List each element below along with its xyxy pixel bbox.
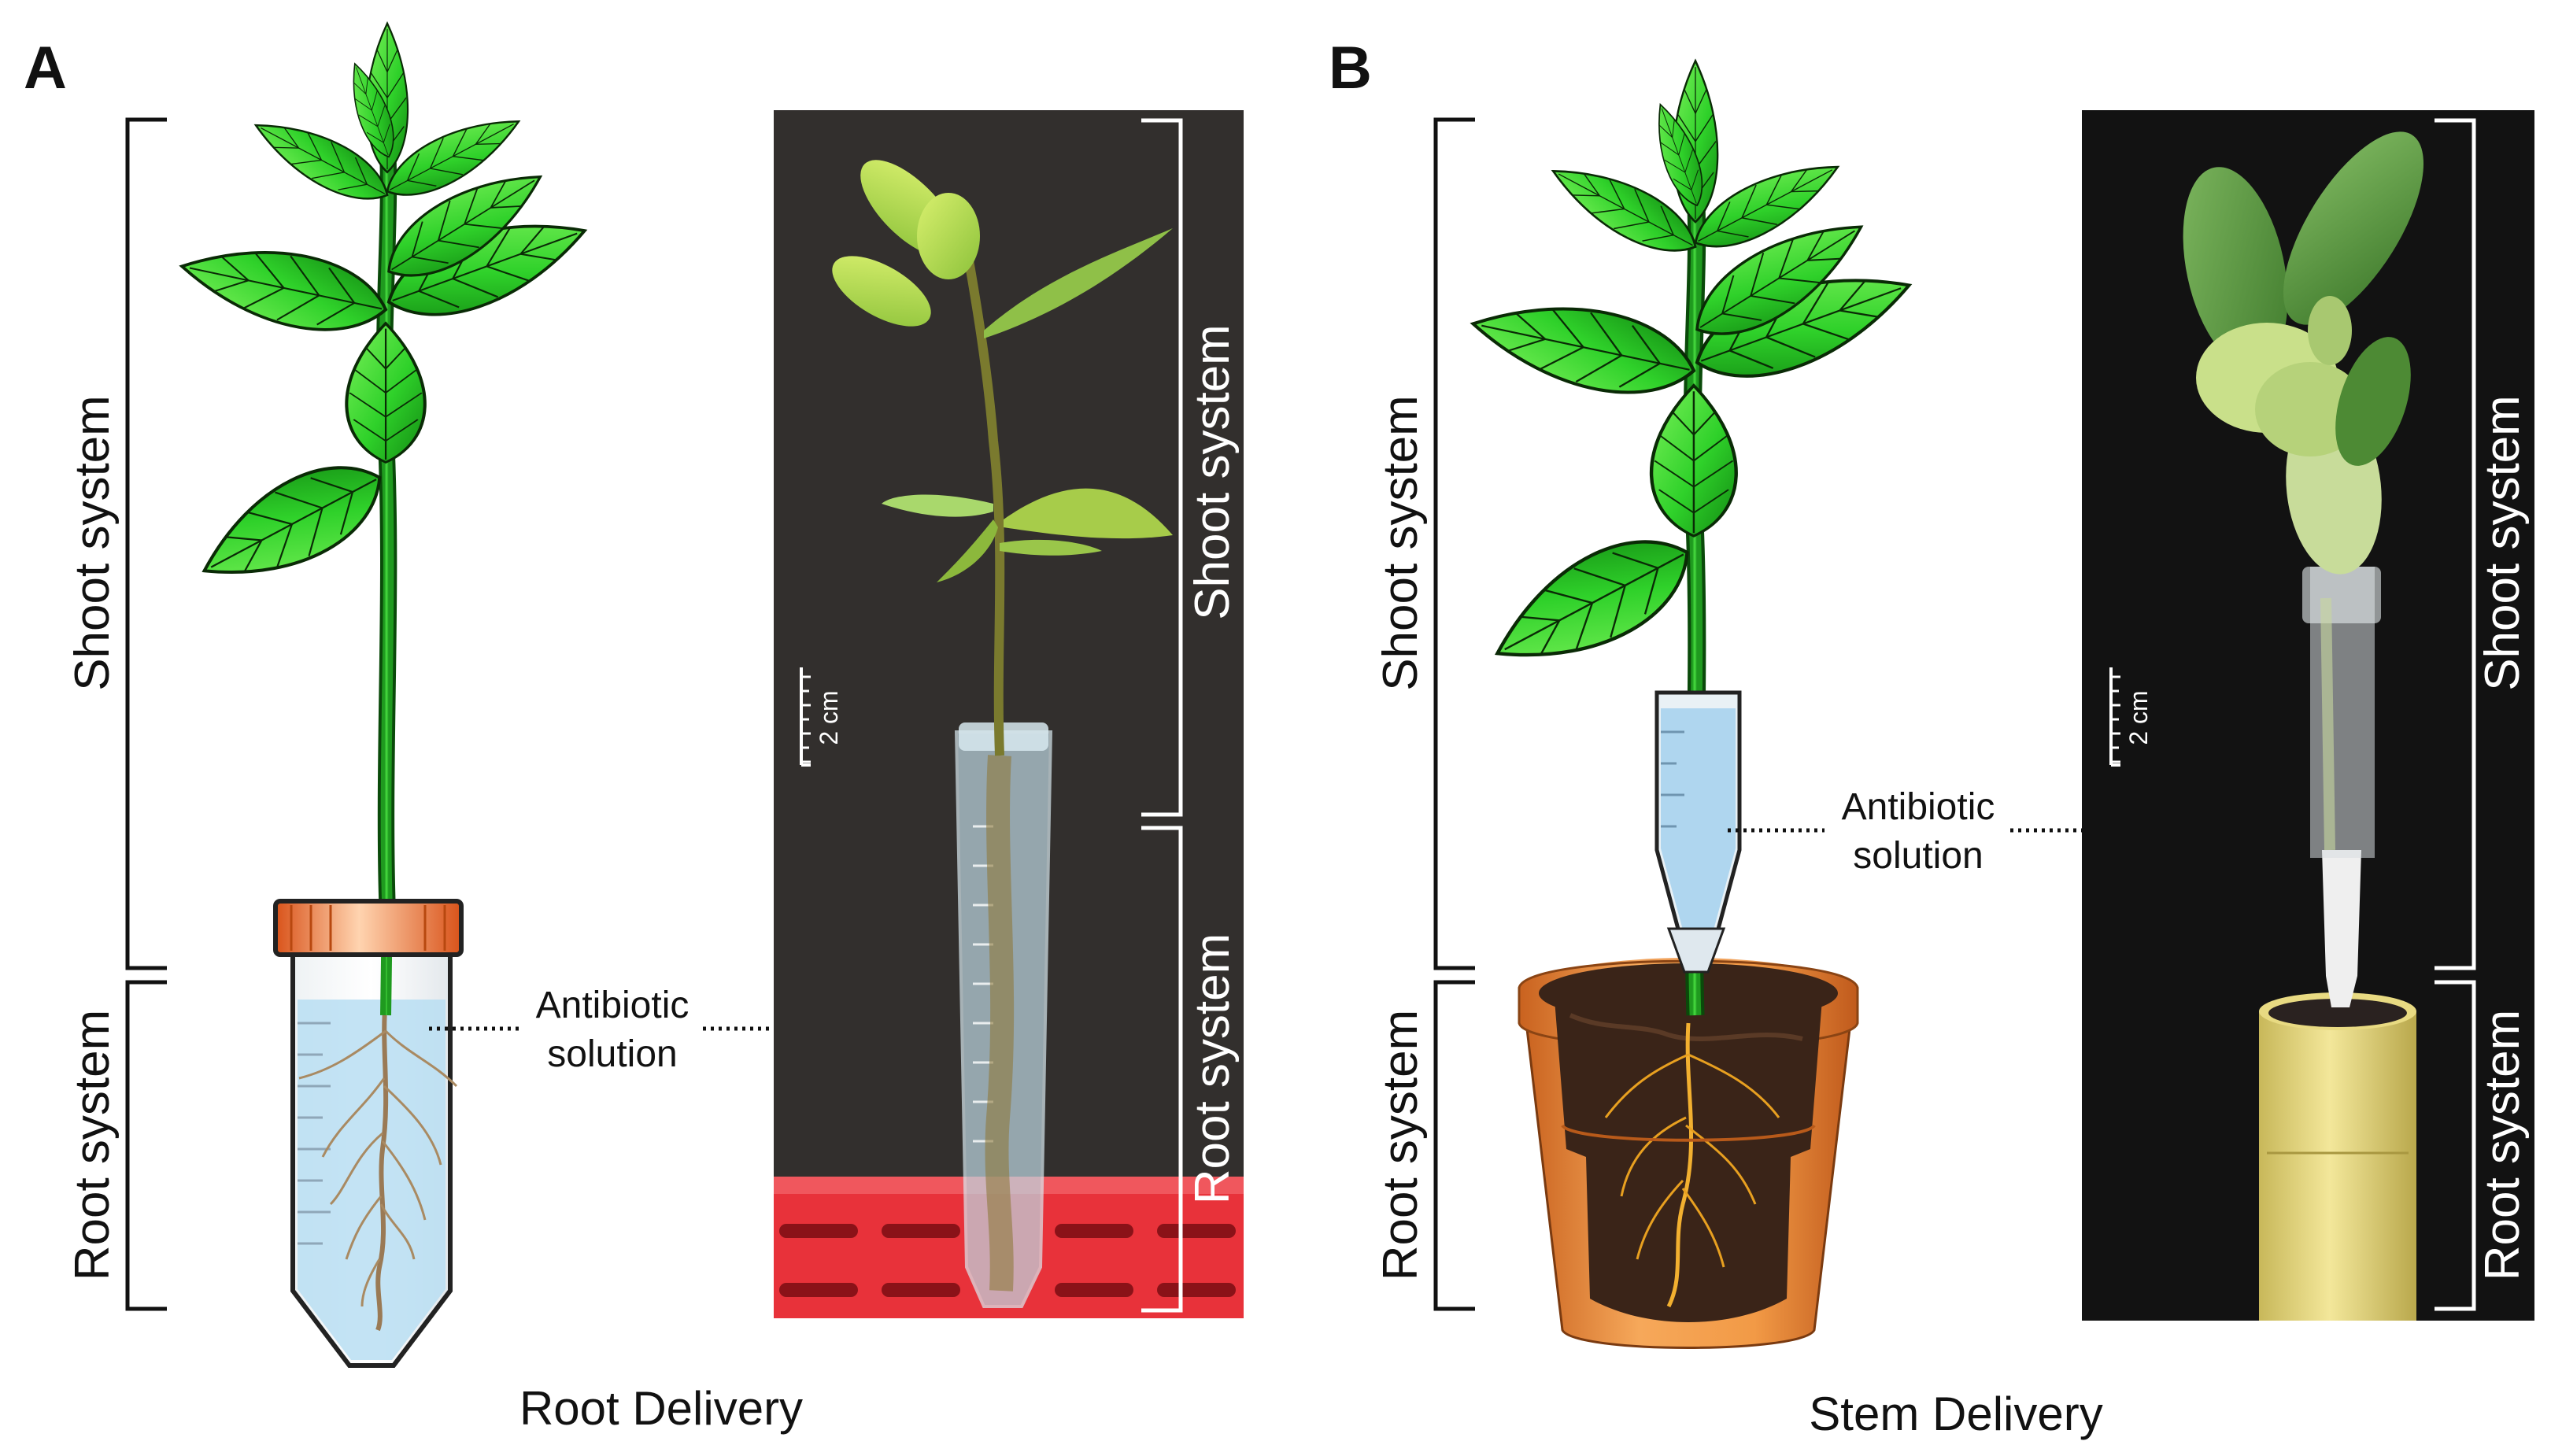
panel-b-callout-line2: solution — [1853, 835, 1983, 877]
panel-a-photo-shoot-bracket — [1141, 118, 1183, 817]
panel-a-scale-text: 2 cm — [815, 690, 843, 745]
panel-a-scale-bar: 2 cm — [800, 667, 843, 767]
panel-b-photo-shoot-bracket — [2435, 118, 2476, 970]
panel-b-scale-text: 2 cm — [2124, 690, 2153, 745]
panel-b-letter: B — [1329, 35, 1372, 102]
panel-b-photo — [2082, 110, 2534, 1321]
panel-b-shoot-label: Shoot system — [1373, 395, 1428, 691]
panel-b-scale-bar: 2 cm — [2109, 667, 2153, 767]
panel-b-root-label: Root system — [1373, 1010, 1428, 1281]
panel-b-pot-illustration — [1518, 958, 1859, 1349]
panel-b-pipe — [2259, 1011, 2416, 1321]
panel-b: B Shoot system Root system — [1329, 35, 2534, 1440]
panel-a-letter: A — [24, 35, 67, 102]
panel-b-photo-root-label: Root system — [2475, 1010, 2530, 1281]
panel-a-callout-line2: solution — [547, 1033, 677, 1075]
panel-a-shoot-label: Shoot system — [65, 395, 120, 691]
panel-b-caption: Stem Delivery — [1809, 1388, 2102, 1440]
panel-a-root-label: Root system — [65, 1010, 120, 1281]
panel-b-root-bracket — [1433, 980, 1475, 1311]
panel-a-tube-illustration — [273, 899, 464, 1368]
panel-a-shoot-bracket — [125, 117, 167, 970]
panel-a-photo-root-label: Root system — [1185, 933, 1240, 1205]
panel-a-caption: Root Delivery — [519, 1382, 803, 1435]
panel-a-plant-illustration — [175, 24, 597, 905]
panel-a-tube-cap — [273, 899, 464, 957]
panel-b-photo-shoot-label: Shoot system — [2475, 395, 2530, 691]
panel-b-shoot-bracket — [1433, 117, 1475, 970]
panel-b-stem-tube — [1654, 690, 1742, 1015]
panel-a-photo — [774, 110, 1244, 1318]
panel-b-callout-line1: Antibiotic — [1842, 786, 1995, 828]
panel-a-callout-line1: Antibiotic — [536, 985, 690, 1026]
panel-a-root-bracket — [125, 980, 167, 1311]
panel-a-solution — [298, 1000, 446, 1360]
panel-b-photo-root-bracket — [2435, 980, 2476, 1311]
panel-a-photo-shoot-label: Shoot system — [1185, 324, 1240, 620]
panel-a-photo-root-bracket — [1141, 826, 1183, 1313]
panel-a: A Shoot system Root system Antibiotic — [24, 24, 1244, 1435]
